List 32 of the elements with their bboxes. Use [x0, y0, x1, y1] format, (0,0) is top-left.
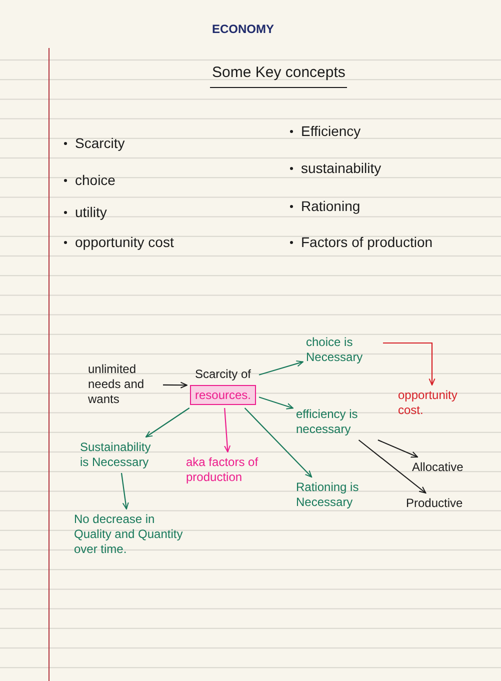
page-title: Some Key concepts [210, 62, 348, 88]
node-text: aka factors of production [186, 455, 272, 485]
node-text: choice is Necessary [306, 335, 380, 365]
concept-item: Rationing [301, 197, 360, 216]
node-text: opportunity cost. [398, 388, 466, 418]
node-text: Sustainability is Necessary [80, 440, 158, 470]
arrow [224, 408, 231, 452]
arrow [244, 408, 312, 478]
node-heading: Scarcity of [194, 366, 251, 382]
concept-item: Factors of production [301, 233, 433, 252]
concept-item: utility [75, 203, 107, 222]
concept-item: Efficiency [301, 122, 361, 141]
arrow [145, 408, 190, 438]
concept-item: choice [75, 171, 116, 190]
node-text: efficiency is necessary [296, 407, 376, 437]
arrow [358, 440, 426, 494]
arrow [163, 382, 188, 388]
header-title: ECONOMY [212, 21, 274, 38]
node-text: Rationing is Necessary [296, 480, 362, 510]
concept-item: opportunity cost [75, 233, 174, 252]
arrow [258, 360, 304, 376]
node-text: No decrease in Quality and Quantity over time. [74, 512, 186, 557]
concept-item: Scarcity [75, 134, 125, 153]
concept-item: sustainability [301, 159, 382, 178]
node-text: unlimited needs and wants [88, 362, 160, 407]
arrow [120, 472, 129, 510]
arrow [378, 440, 418, 458]
node-text: Allocative [412, 460, 472, 475]
arrow [383, 342, 436, 386]
node-text: Productive [406, 496, 472, 511]
highlight-box: resources. [190, 385, 256, 405]
arrow [258, 396, 294, 410]
